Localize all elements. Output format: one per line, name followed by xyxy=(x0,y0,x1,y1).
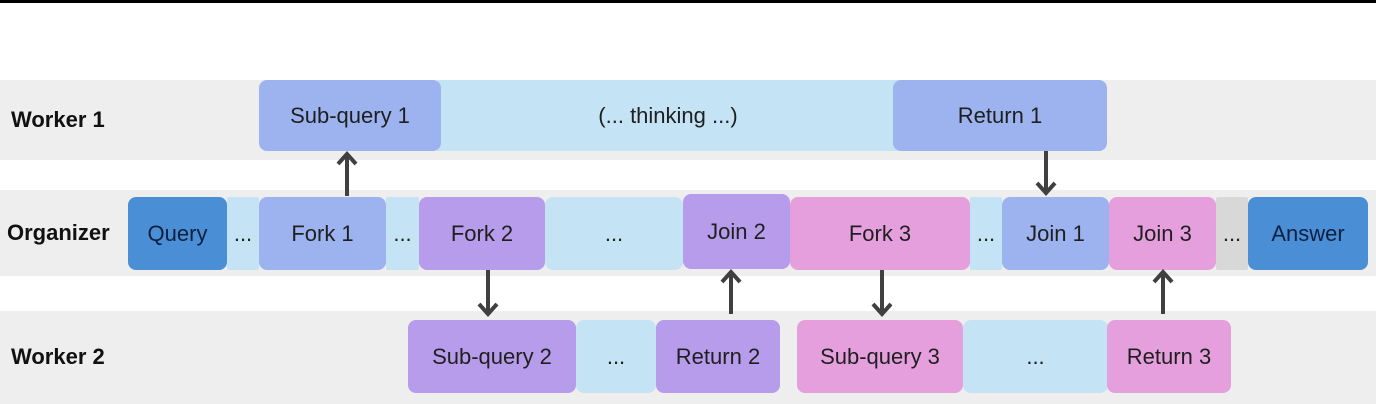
organizer-join-2: Join 2 xyxy=(683,194,790,269)
organizer-join-3: Join 3 xyxy=(1109,197,1216,270)
top-rule xyxy=(0,0,1376,3)
arrow-return1-to-join1 xyxy=(1035,151,1057,196)
arrow-fork2-to-subquery2 xyxy=(477,270,499,317)
organizer-gap-4: ... xyxy=(970,197,1002,270)
organizer-gap-2: ... xyxy=(386,197,419,270)
worker2-gap-1: ... xyxy=(576,320,656,393)
worker2-return-2: Return 2 xyxy=(656,320,780,393)
organizer-fork-1: Fork 1 xyxy=(259,197,386,270)
worker1-thinking: (... thinking ...) xyxy=(436,80,900,151)
organizer-gap-5: ... xyxy=(1216,197,1248,270)
worker2-return-3: Return 3 xyxy=(1107,320,1231,393)
organizer-label: Organizer xyxy=(7,220,110,245)
organizer-gap-1: ... xyxy=(227,197,259,270)
organizer-answer: Answer xyxy=(1248,197,1368,270)
arrow-fork3-to-subquery3 xyxy=(871,270,893,317)
worker1-label: Worker 1 xyxy=(11,107,105,132)
organizer-fork-3: Fork 3 xyxy=(790,197,970,270)
organizer-fork-2: Fork 2 xyxy=(419,197,545,270)
worker1-subquery-1: Sub-query 1 xyxy=(259,80,441,151)
arrow-fork1-to-subquery1 xyxy=(336,151,358,196)
arrow-return2-to-join2 xyxy=(720,269,742,314)
worker2-subquery-3: Sub-query 3 xyxy=(797,320,963,393)
worker2-gap-2: ... xyxy=(963,320,1108,393)
worker2-subquery-2: Sub-query 2 xyxy=(408,320,576,393)
worker2-label: Worker 2 xyxy=(11,344,105,369)
arrow-return3-to-join3 xyxy=(1152,269,1174,314)
organizer-join-1: Join 1 xyxy=(1002,197,1109,270)
worker1-return-1: Return 1 xyxy=(893,80,1107,151)
organizer-gap-3: ... xyxy=(545,197,683,270)
organizer-query: Query xyxy=(128,197,227,270)
